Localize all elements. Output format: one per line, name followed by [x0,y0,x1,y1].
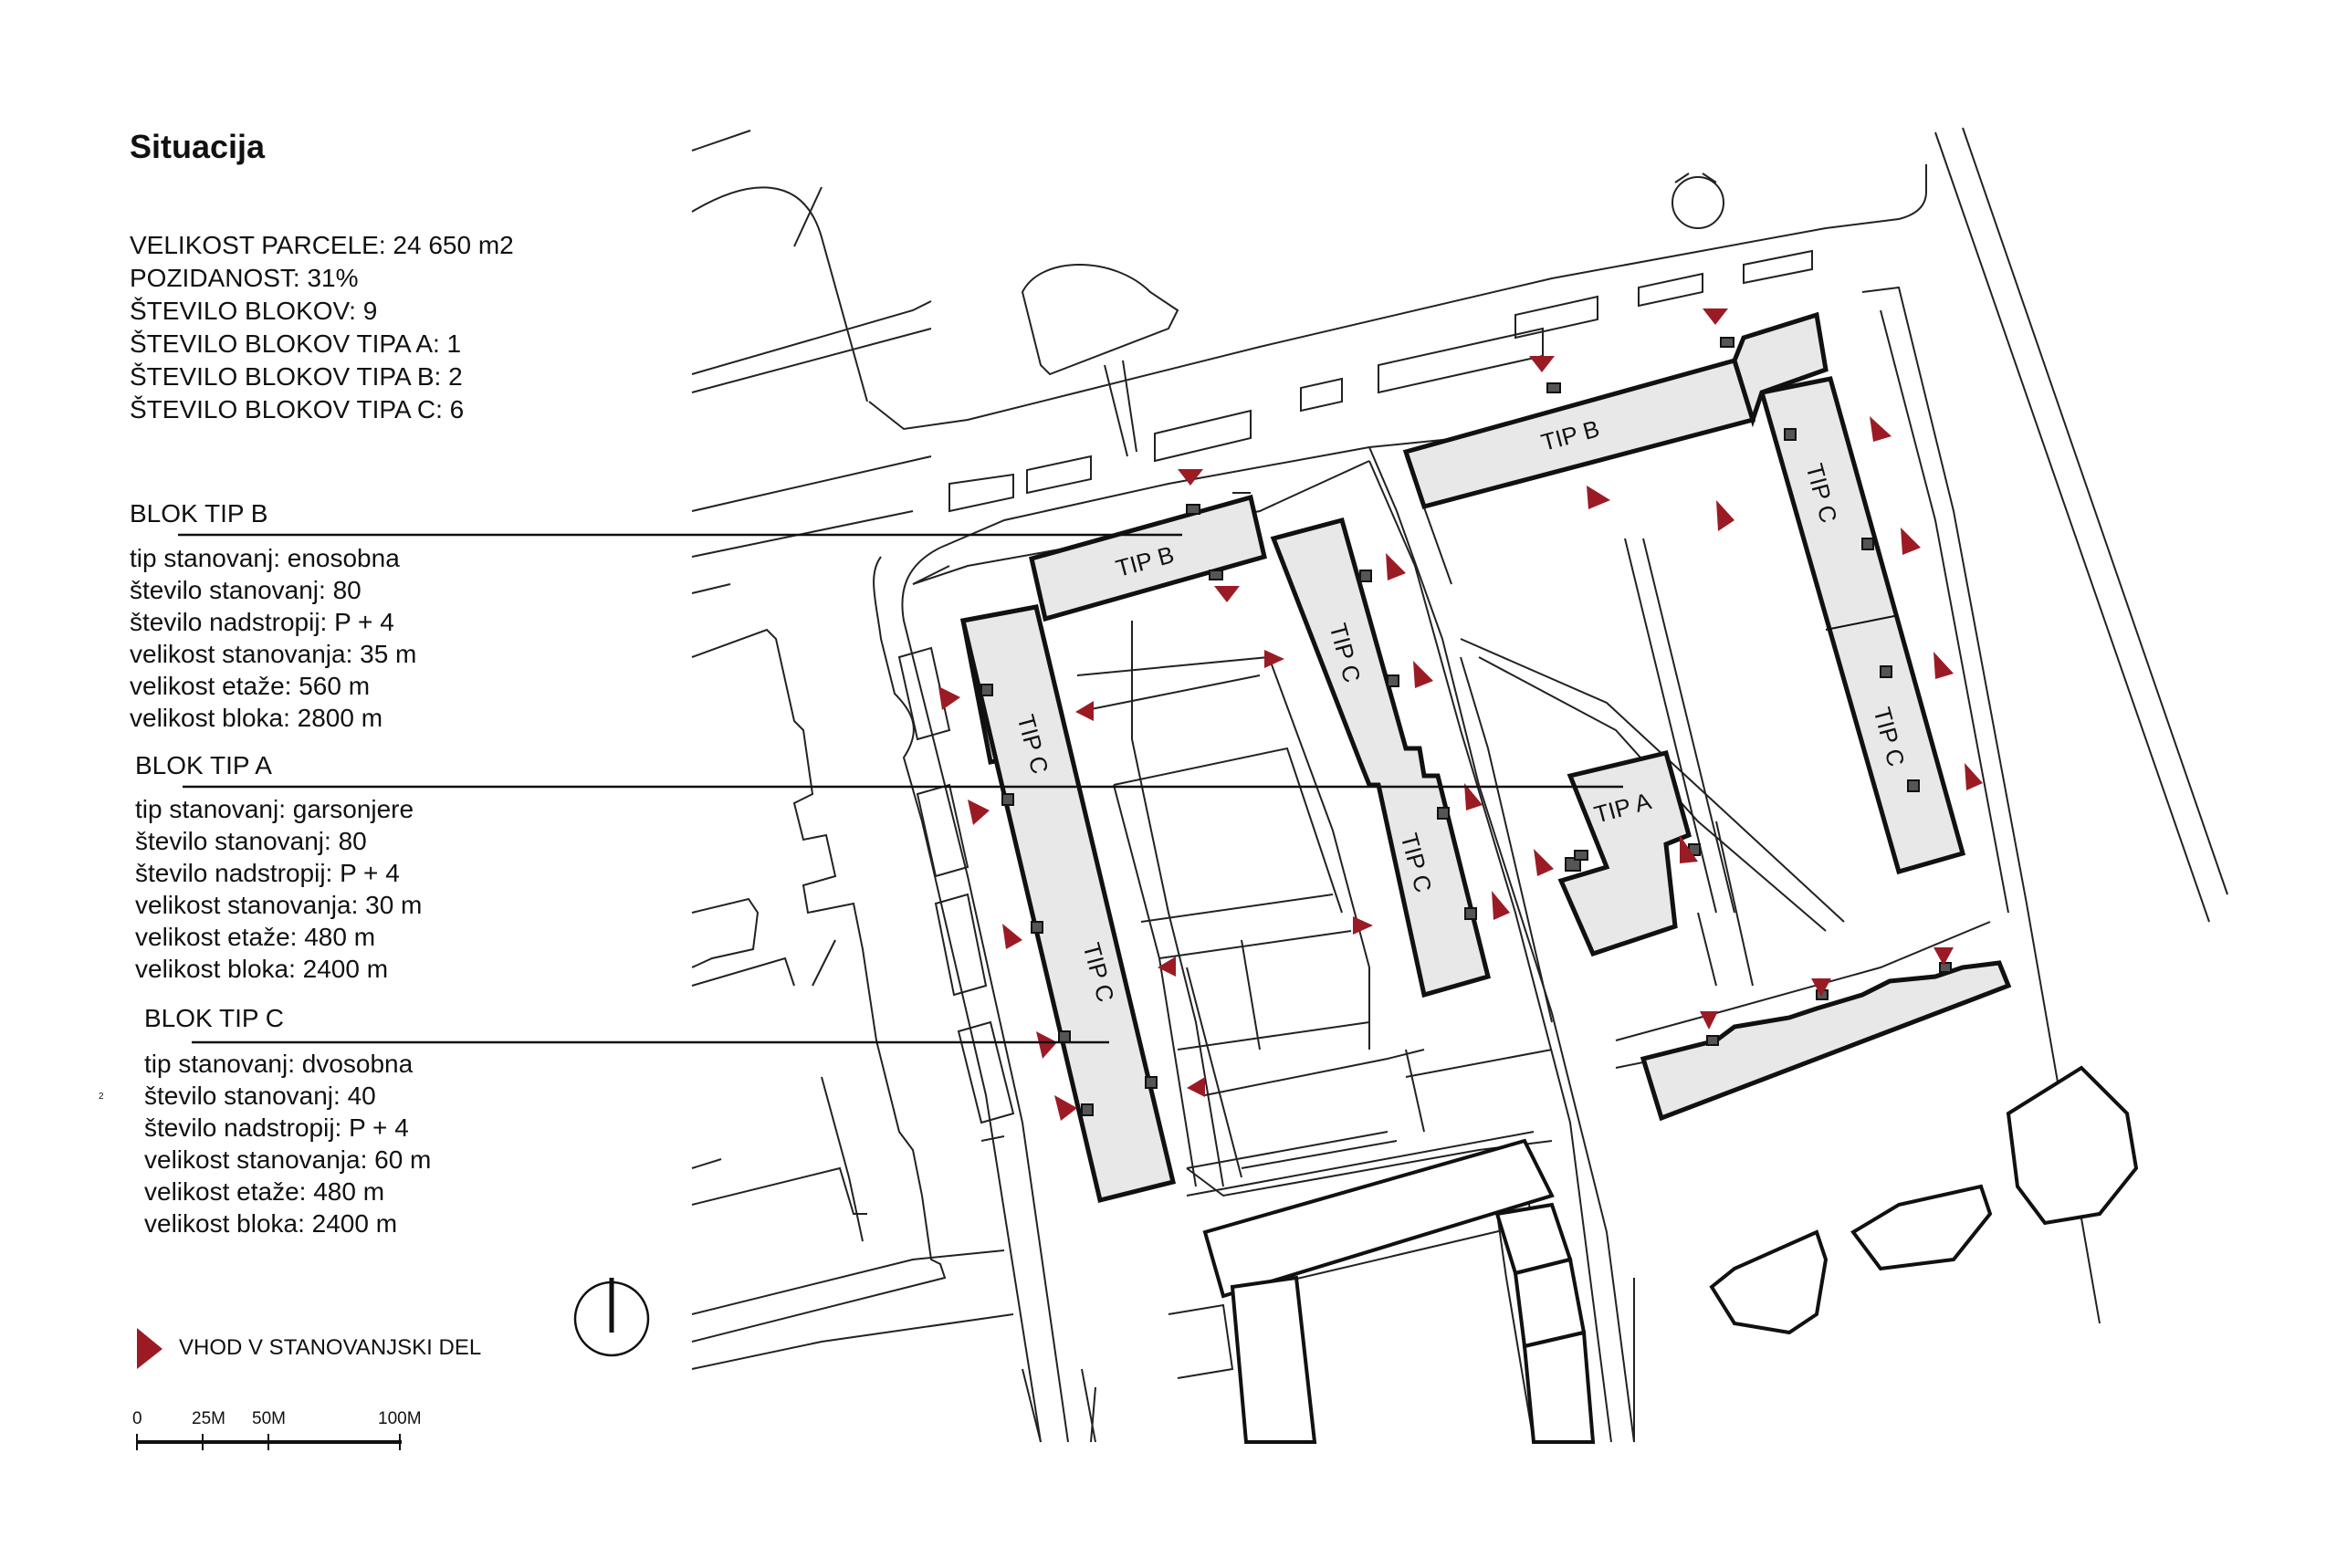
block-b-line: tip stanovanj: enosobna [130,544,400,572]
scale-bar [136,1434,402,1450]
entrance-triangle-icon [968,800,990,825]
entrance-triangle-icon [1716,500,1734,531]
north-arrow-icon [573,1278,650,1357]
entrance-triangle-icon [1492,891,1510,920]
scale-label: 100M [378,1409,422,1428]
entrance-triangle-icon [1002,924,1022,949]
entrance-triangle-icon [1178,469,1203,486]
entrance-triangle-icon [1036,1031,1057,1059]
entrance-triangle-icon [938,686,960,710]
block-b-line: število nadstropij: P + 4 [130,608,394,636]
stat-type-c-count: ŠTEVILO BLOKOV TIPA C: 6 [130,395,465,423]
block-a-line: velikost stanovanja: 30 m [135,891,423,919]
building-tip-a [1557,750,1692,957]
entrance-triangle-icon [1965,763,1983,790]
entrance-triangle-icon [1700,1011,1718,1030]
block-c-line: velikost etaže: 480 m [144,1177,385,1206]
block-a-heading: BLOK TIP A [135,751,272,779]
entrance-triangle-icon [1413,661,1433,688]
stat-block-count: ŠTEVILO BLOKOV: 9 [130,297,378,325]
block-c-line: velikost stanovanja: 60 m [144,1145,432,1174]
entrance-triangle-icon [1386,553,1406,580]
scale-label: 50M [252,1409,286,1428]
entrance-triangle-icon [1353,916,1373,935]
block-c-line: tip stanovanj: dvosobna [144,1050,414,1078]
block-b-heading: BLOK TIP B [130,499,268,528]
stat-built-ratio: POZIDANOST: 31% [130,264,359,292]
entrance-triangle-icon [1934,652,1954,679]
entrance-triangle-icon [1680,835,1698,863]
entrance-triangle-icon [1870,416,1892,442]
building-tip-c-left [959,604,1177,1204]
block-b-line: število stanovanj: 80 [130,576,362,604]
site-stats: VELIKOST PARCELE: 24 650 m2 POZIDANOST: … [130,229,514,426]
block-a-line: tip stanovanj: garsonjere [135,795,414,823]
block-a-details: tip stanovanj: garsonjere število stanov… [135,793,422,985]
entrance-triangle-icon [1703,308,1728,325]
block-a-line: število stanovanj: 80 [135,827,367,855]
entrance-markers [938,308,1983,1121]
entrance-triangle-icon [1464,783,1483,810]
block-a-line: velikost bloka: 2400 m [135,955,389,983]
entrance-triangle-icon [1811,978,1831,997]
scale-label: 25M [192,1409,225,1428]
building-tip-b-left [1029,494,1267,622]
page-marker: 2 [99,1092,104,1102]
entrance-triangle-icon [1934,947,1954,966]
block-a-line: velikost etaže: 480 m [135,923,376,951]
stat-parcel-size: VELIKOST PARCELE: 24 650 m2 [130,231,514,259]
block-b-line: velikost stanovanja: 35 m [130,640,417,668]
building-tip-c-right [1758,376,1966,875]
block-c-line: velikost bloka: 2400 m [144,1209,398,1238]
entrance-triangle-icon [1901,528,1921,555]
entrance-triangle-icon [1187,1077,1205,1097]
entrance-triangle-icon [1587,486,1610,509]
entrance-triangle-icon [1529,356,1555,372]
block-b-line: velikost etaže: 560 m [130,672,371,700]
entrance-triangle-icon [1054,1095,1077,1121]
building-south-east [1640,960,2012,1122]
entrance-triangle-icon [1534,849,1554,876]
block-c-details: tip stanovanj: dvosobna število stanovan… [144,1048,431,1239]
block-b-details: tip stanovanj: enosobna število stanovan… [130,542,416,734]
building-tip-c-center [1270,517,1492,998]
scale-label: 0 [132,1409,142,1428]
page-title: Situacija [130,128,266,165]
stat-type-b-count: ŠTEVILO BLOKOV TIPA B: 2 [130,362,463,391]
block-c-line: število stanovanj: 40 [144,1082,376,1110]
block-c-heading: BLOK TIP C [144,1004,285,1032]
stat-type-a-count: ŠTEVILO BLOKOV TIPA A: 1 [130,329,462,358]
entrance-triangle-icon [137,1328,162,1369]
entrance-triangle-icon [1158,956,1176,977]
block-b-line: velikost bloka: 2800 m [130,704,383,732]
block-c-line: število nadstropij: P + 4 [144,1113,409,1142]
legend-entrance-label: VHOD V STANOVANJSKI DEL [179,1335,482,1360]
entrance-triangle-icon [1075,701,1094,721]
entrance-triangle-icon [1264,650,1284,668]
block-a-line: število nadstropij: P + 4 [135,859,400,887]
entrance-triangle-icon [1214,586,1240,602]
